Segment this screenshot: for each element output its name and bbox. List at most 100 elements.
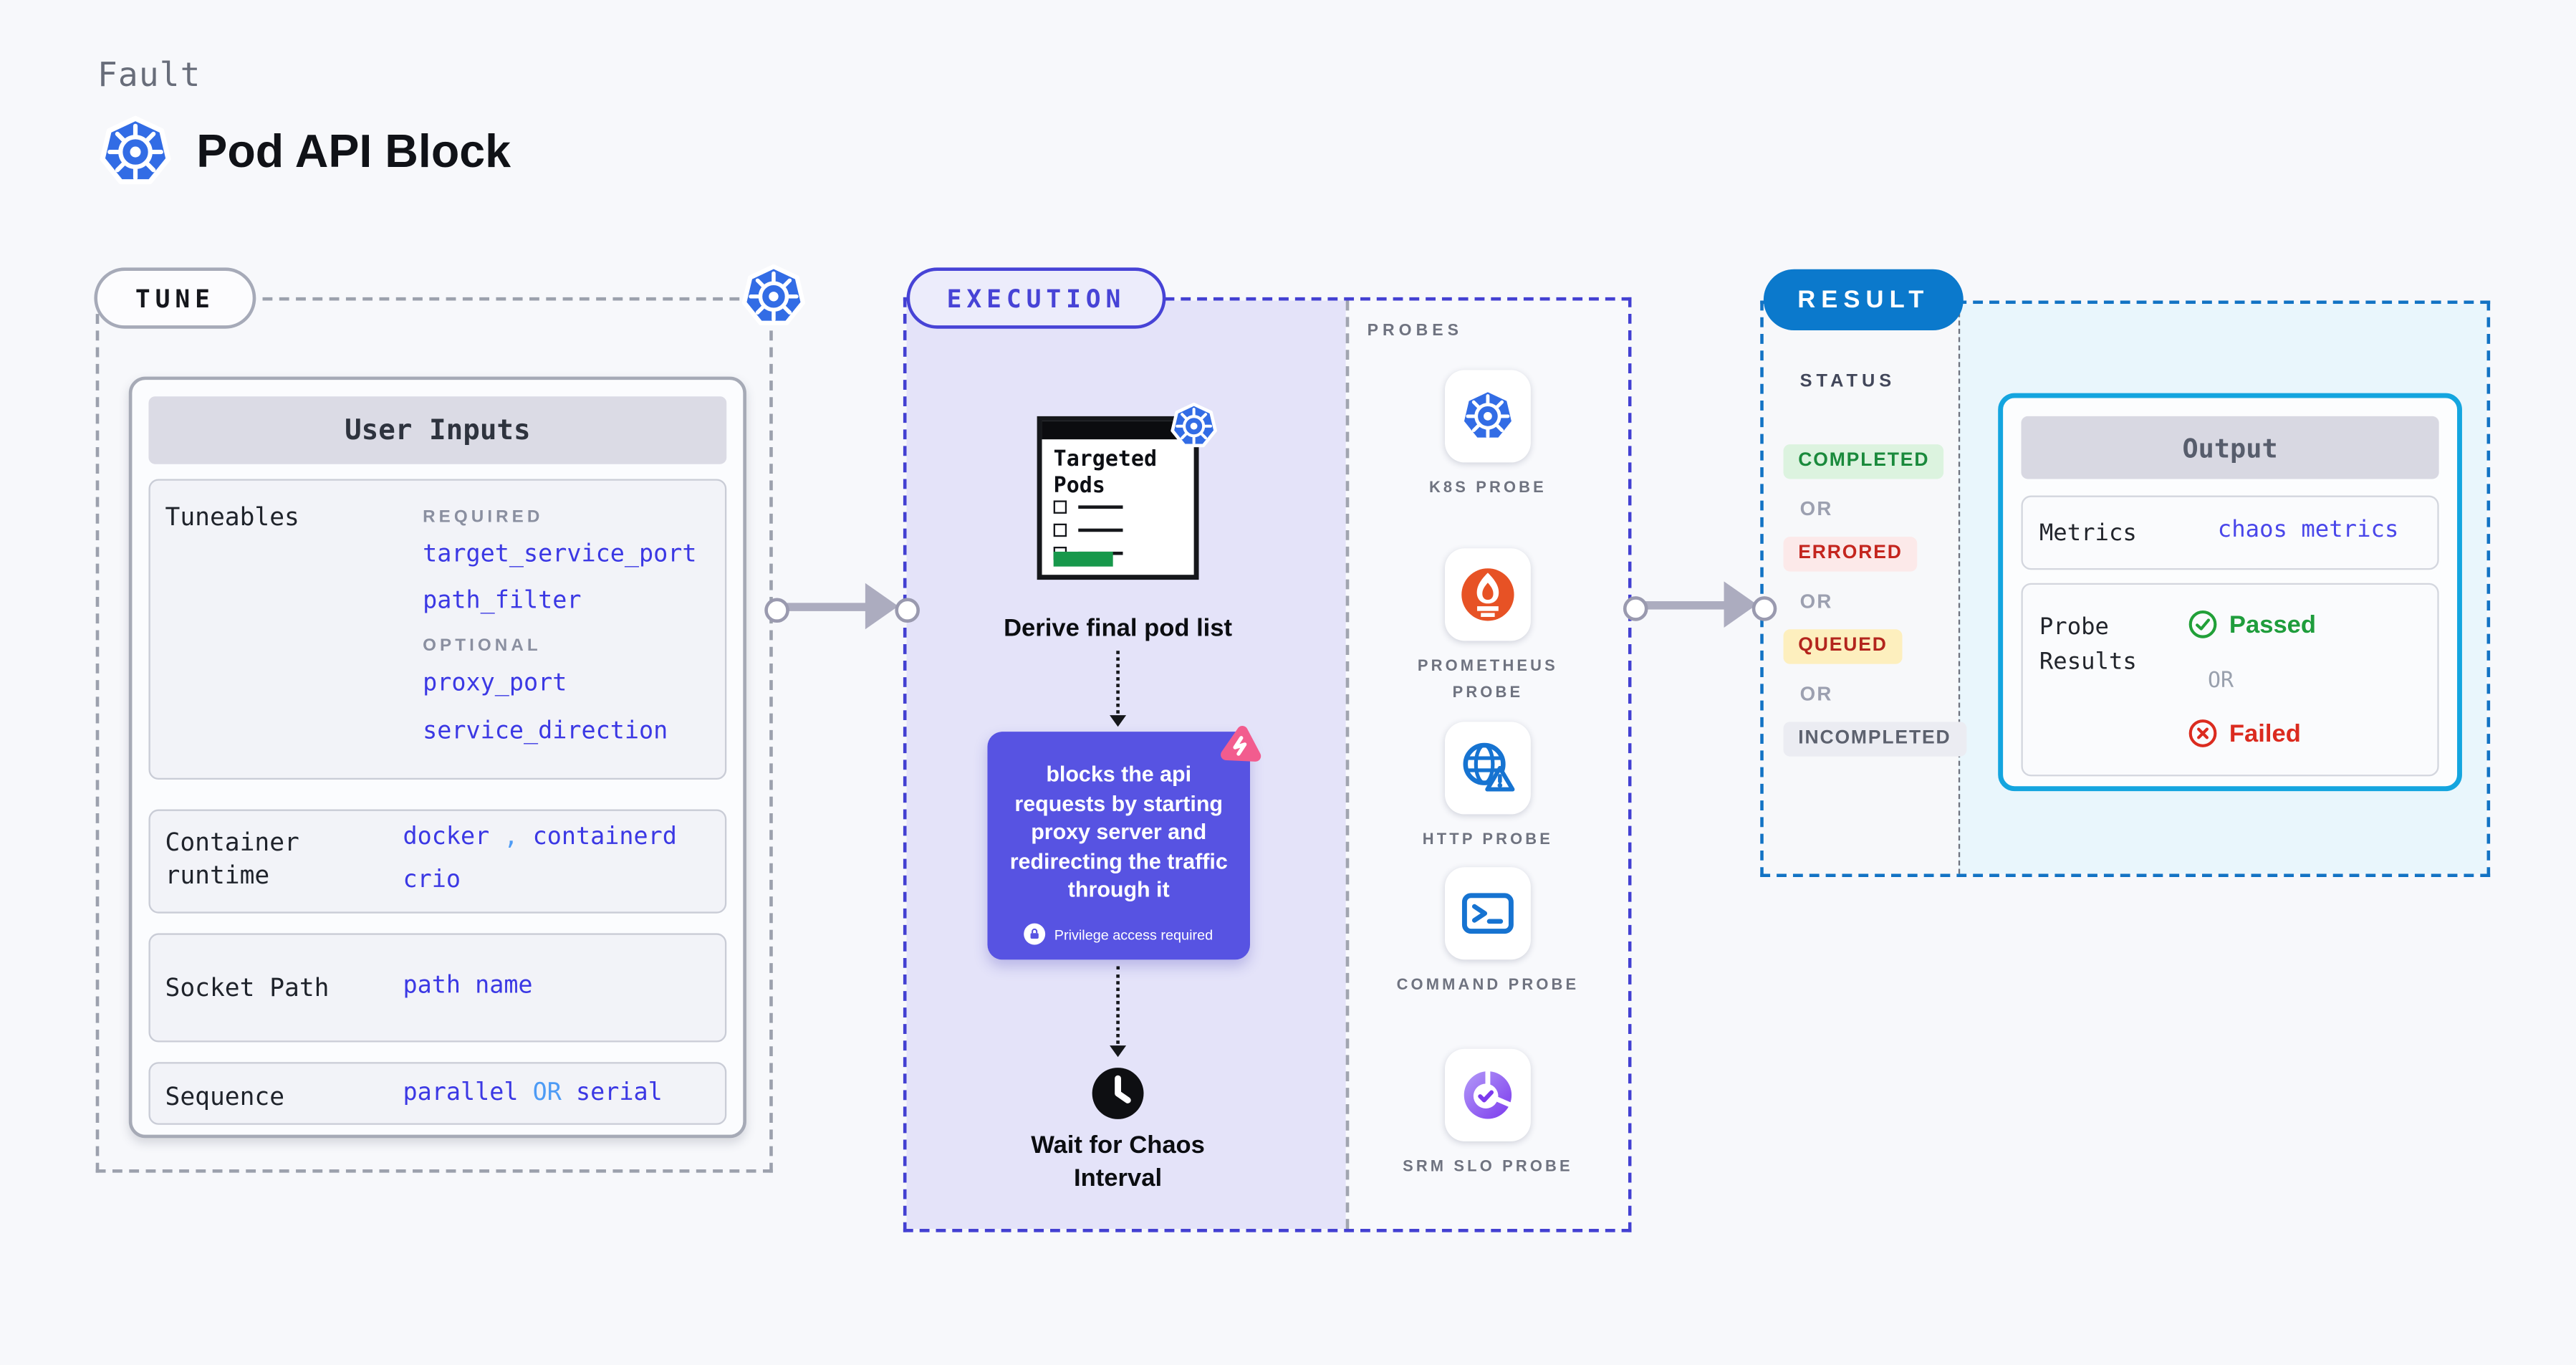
targeted-pods-topbar <box>1042 421 1194 440</box>
failed-label: Failed <box>2229 719 2301 748</box>
targeted-pods-title: Targeted Pods <box>1053 447 1158 499</box>
probe-results-label: Probe Results <box>2039 614 2137 676</box>
fault-eyebrow-label: Fault <box>97 54 201 95</box>
probe-card-command <box>1444 867 1531 960</box>
fault-description: blocks the api requests by starting prox… <box>1009 761 1228 903</box>
probes-heading: PROBES <box>1367 322 1463 340</box>
privilege-note-row: Privilege access required <box>987 923 1250 945</box>
connector-node <box>1622 595 1648 621</box>
failed-result: Failed <box>2188 719 2301 748</box>
execution-to-result-arrow <box>1636 600 1731 609</box>
tune-badge: TUNE <box>94 267 256 329</box>
metrics-value: chaos metrics <box>2217 517 2399 544</box>
chaos-pinwheel-icon <box>1213 719 1265 772</box>
tune-section <box>95 297 773 1173</box>
socket-path-value: path name <box>403 972 533 1000</box>
sequence-serial: serial <box>575 1080 663 1107</box>
connector-node <box>764 597 789 622</box>
param-path-filter: path_filter <box>423 588 582 615</box>
execution-badge: EXECUTION <box>906 267 1166 329</box>
flow-arrow-down-icon <box>1110 1045 1127 1058</box>
container-runtime-values-line1: docker , containerd <box>403 824 676 851</box>
arrow-head <box>865 583 898 630</box>
check-circle-icon <box>2188 610 2217 639</box>
terminal-icon <box>1458 883 1517 943</box>
clock-icon <box>1090 1065 1145 1121</box>
runtime-crio: crio <box>403 867 461 894</box>
flow-arrow-down-icon <box>1110 715 1127 727</box>
probe-card-k8s <box>1444 370 1531 463</box>
probe-results-row: Probe Results Passed OR Failed <box>2021 583 2439 777</box>
status-badge-completed: COMPLETED <box>1783 444 1945 479</box>
connector-node <box>1751 595 1777 621</box>
sequence-label: Sequence <box>165 1081 285 1112</box>
passed-label: Passed <box>2229 610 2317 638</box>
flow-connector <box>1116 966 1120 1044</box>
kubernetes-icon <box>1458 386 1517 446</box>
status-list: COMPLETED OR ERRORED OR QUEUED OR INCOMP… <box>1783 444 1966 757</box>
progress-bar <box>1053 551 1113 567</box>
status-badge-errored: ERRORED <box>1783 537 1918 572</box>
arrow-head <box>1724 581 1757 628</box>
param-service-direction: service_direction <box>423 718 668 745</box>
param-proxy-port: proxy_port <box>423 670 567 697</box>
socket-path-row: Socket Path path name <box>148 933 727 1043</box>
sequence-parallel: parallel <box>403 1080 519 1107</box>
or-label: OR <box>1799 496 1833 519</box>
user-inputs-title: User Inputs <box>148 396 727 464</box>
optional-heading: OPTIONAL <box>423 636 542 656</box>
status-heading: STATUS <box>1799 371 1896 392</box>
output-title: Output <box>2021 416 2439 479</box>
runtime-containerd: containerd <box>532 824 677 851</box>
probe-card-srm-slo <box>1444 1048 1531 1141</box>
tune-to-execution-arrow <box>777 602 873 610</box>
probe-label: PROMETHEUS PROBE <box>1417 657 1558 701</box>
kubernetes-icon <box>1169 401 1219 451</box>
sequence-or: OR <box>532 1080 562 1107</box>
container-runtime-row: Container runtime docker , containerd cr… <box>148 809 727 914</box>
kubernetes-icon <box>97 114 173 190</box>
targeted-pods-card: Targeted Pods <box>1037 416 1199 580</box>
wait-chaos-interval-step: Wait for Chaos Interval <box>1031 1131 1205 1192</box>
lock-icon <box>1024 923 1047 945</box>
flow-connector <box>1116 651 1120 714</box>
fault-description-card: blocks the api requests by starting prox… <box>987 732 1250 960</box>
derive-pod-list-step: Derive final pod list <box>1004 614 1233 643</box>
or-label: OR <box>1799 588 1833 613</box>
prometheus-icon <box>1458 565 1517 624</box>
metrics-row: Metrics chaos metrics <box>2021 495 2439 570</box>
tuneables-label: Tuneables <box>165 502 299 532</box>
probe-label: SRM SLO PROBE <box>1403 1157 1573 1177</box>
status-column <box>1763 304 1959 874</box>
metrics-label: Metrics <box>2039 520 2137 547</box>
runtime-comma: , <box>504 824 519 851</box>
probe-label: HTTP PROBE <box>1422 830 1554 849</box>
result-badge: RESULT <box>1763 269 1964 331</box>
status-badge-queued: QUEUED <box>1783 629 1903 664</box>
probe-card-http <box>1444 722 1531 815</box>
page-title: Pod API Block <box>196 125 511 177</box>
output-panel: Output Metrics chaos metrics Probe Resul… <box>1998 393 2462 792</box>
http-globe-warning-icon <box>1458 738 1517 798</box>
probe-card-prometheus <box>1444 548 1531 641</box>
probe-label: K8S PROBE <box>1428 479 1547 497</box>
or-label: OR <box>2207 669 2234 694</box>
status-badge-incompleted: INCOMPLETED <box>1783 722 1966 757</box>
privilege-note: Privilege access required <box>1054 926 1213 943</box>
connector-node <box>894 597 919 622</box>
required-heading: REQUIRED <box>423 507 544 527</box>
runtime-docker: docker <box>403 824 490 851</box>
user-inputs-card: User Inputs Tuneables REQUIRED target_se… <box>128 376 746 1139</box>
probe-label: COMMAND PROBE <box>1396 976 1580 995</box>
container-runtime-label: Container runtime <box>165 827 299 891</box>
x-circle-icon <box>2188 719 2217 748</box>
passed-result: Passed <box>2188 610 2316 639</box>
socket-path-label: Socket Path <box>165 972 330 1003</box>
kubernetes-icon <box>740 263 808 331</box>
sequence-row: Sequence parallel OR serial <box>148 1062 727 1125</box>
tuneables-row: Tuneables REQUIRED target_service_port p… <box>148 479 727 780</box>
sequence-value: parallel OR serial <box>403 1081 662 1107</box>
param-target-service-port: target_service_port <box>423 542 697 568</box>
slo-pie-check-icon <box>1458 1065 1517 1125</box>
